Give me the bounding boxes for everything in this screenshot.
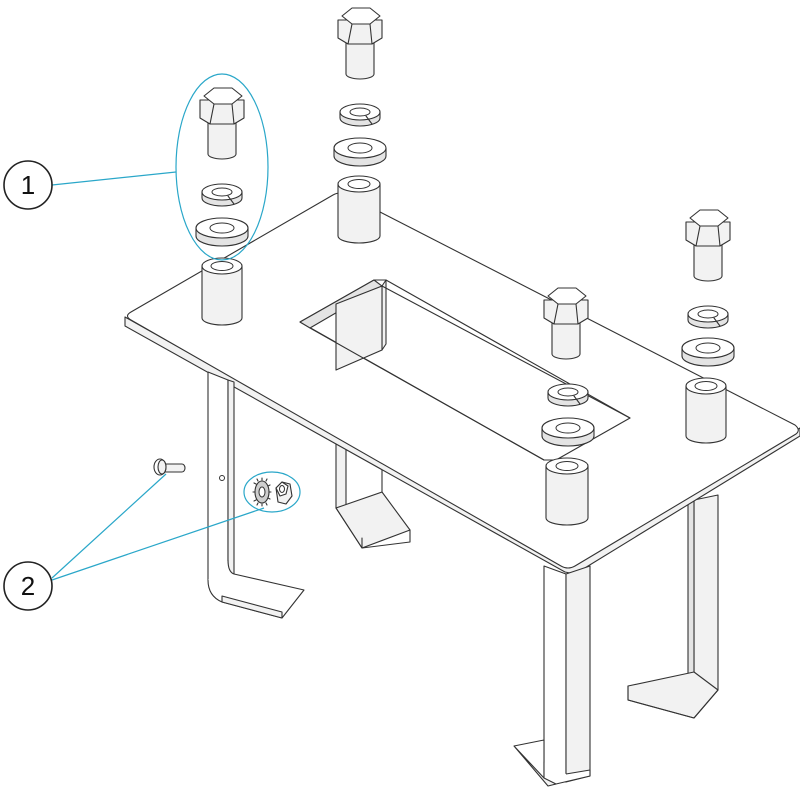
toothed-lock-washer — [252, 477, 272, 507]
hex-bolt-top — [337, 7, 383, 80]
lock-washer-front — [547, 383, 589, 407]
callout-1-ring — [175, 73, 269, 261]
spacer-left — [201, 257, 243, 326]
base-plate — [124, 192, 800, 575]
hex-bolt-left — [199, 87, 245, 160]
leg-back-right — [627, 494, 719, 719]
flat-washer-right — [681, 337, 735, 367]
callout-2-ring — [243, 471, 301, 513]
lock-washer-right — [687, 305, 729, 329]
hex-bolt-right — [685, 209, 731, 282]
callout-2-number: 2 — [21, 571, 35, 601]
flat-washer-front — [541, 417, 595, 447]
spacer-top — [337, 175, 381, 244]
hex-bolt-front — [543, 287, 589, 360]
leg-middle — [335, 429, 411, 549]
callout-2-leader-screw — [51, 473, 167, 579]
callout-1-number: 1 — [21, 170, 35, 200]
callout-1-leader — [51, 171, 177, 186]
callout-1-balloon — [3, 160, 53, 210]
callout-1: 1 — [3, 73, 269, 261]
spacer-right — [685, 377, 727, 444]
flat-washer-left — [195, 217, 249, 247]
callout-2-leader-nut — [51, 507, 265, 581]
lock-washer-top — [339, 103, 381, 127]
leg-front-right — [513, 565, 591, 787]
spacer-front — [545, 457, 589, 526]
callout-2-balloon — [3, 561, 53, 611]
callout-2: 2 — [3, 471, 301, 611]
flat-washer-top — [333, 137, 387, 167]
small-screw — [153, 458, 186, 476]
plate-slot — [299, 279, 631, 461]
lock-washer-left — [201, 183, 243, 207]
leg-bolt-hole — [219, 475, 225, 481]
leg-front-left — [207, 371, 305, 619]
hex-nut — [275, 481, 293, 505]
